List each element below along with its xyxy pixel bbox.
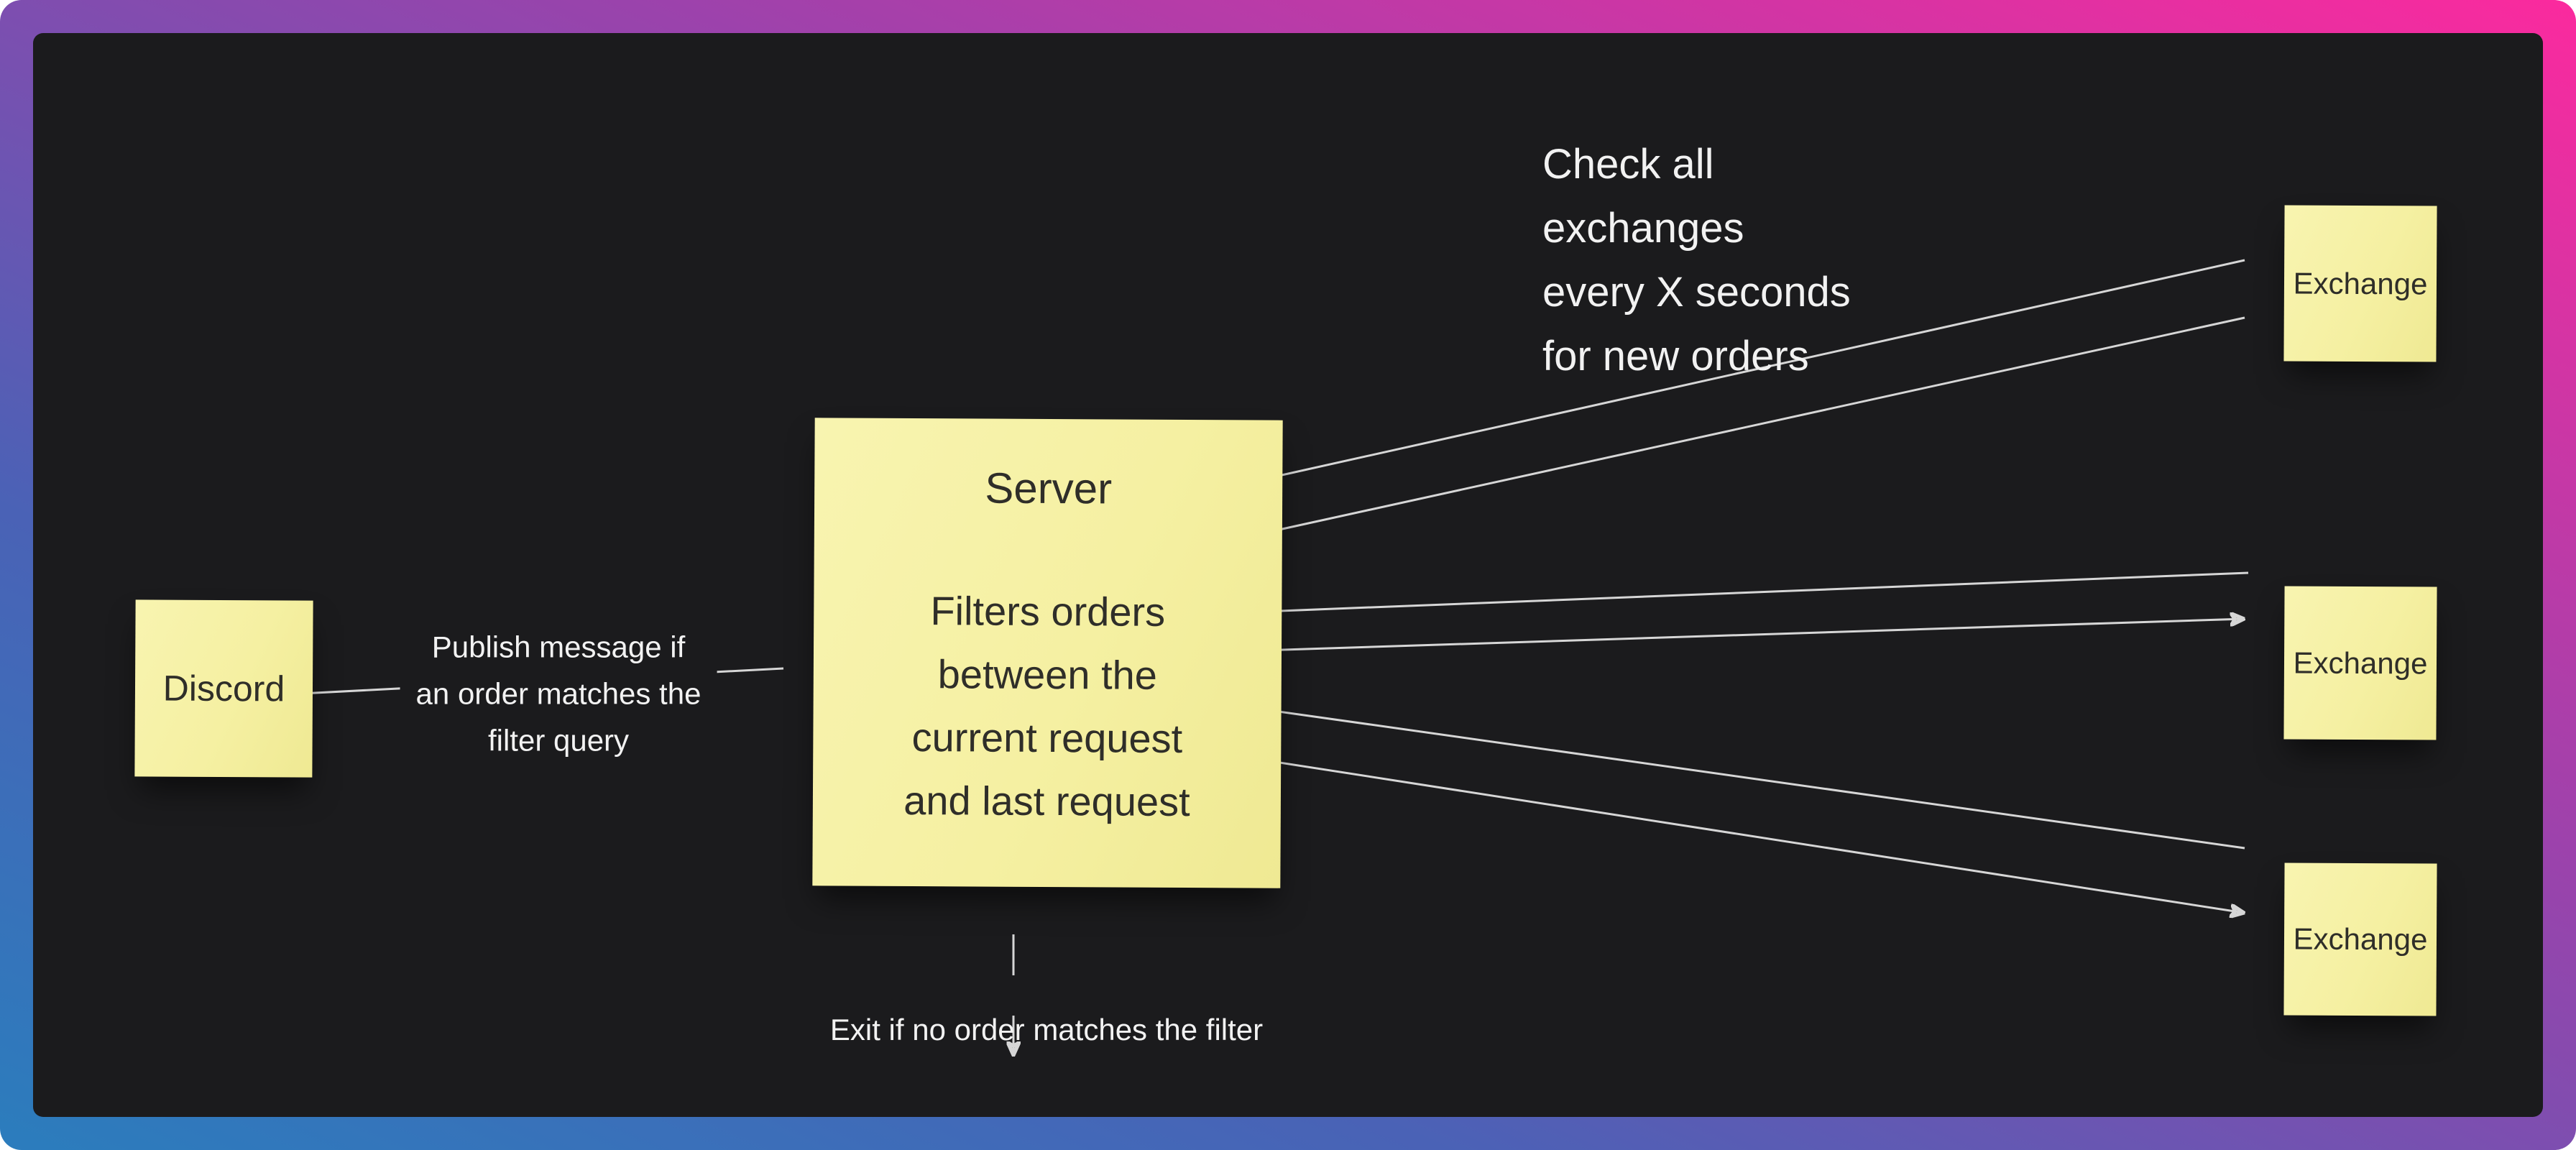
- exchange-top-label: Exchange: [2293, 266, 2428, 300]
- server-title: Server: [985, 464, 1113, 513]
- server-description: Filters orders between the current reque…: [903, 588, 1190, 825]
- sticky-note-exchange-bottom[interactable]: Exchange: [2283, 862, 2437, 1016]
- exit-no-match-note[interactable]: Exit if no order matches the filter: [829, 1013, 1264, 1046]
- exchange-middle-label: Exchange: [2293, 645, 2428, 680]
- check-exchanges-note[interactable]: Check all exchanges every X seconds for …: [1542, 141, 1851, 380]
- sticky-note-exchange-top[interactable]: Exchange: [2283, 205, 2437, 362]
- connectors-layer: [33, 259, 2249, 1117]
- sticky-note-server[interactable]: Server Filters orders between the curren…: [812, 418, 1283, 888]
- arrow-server-to-exchange-middle[interactable]: [1261, 619, 2244, 652]
- arrow-server-to-exchange-bottom[interactable]: [1261, 758, 2244, 913]
- arrow-exchange-middle-to-server[interactable]: [1261, 571, 2249, 612]
- board-canvas: Check all exchanges every X seconds for …: [33, 33, 2543, 1117]
- exchange-bottom-label: Exchange: [2293, 921, 2428, 957]
- publish-message-note[interactable]: Publish message if an order matches the …: [400, 619, 717, 768]
- arrow-exchange-bottom-to-server[interactable]: [1264, 709, 2245, 850]
- arrow-exchange-top-to-server-a[interactable]: [1259, 259, 2245, 480]
- arrow-exchange-top-to-server-b[interactable]: [1259, 316, 2245, 534]
- discord-label: Discord: [162, 668, 285, 709]
- sticky-note-discord[interactable]: Discord: [134, 599, 313, 778]
- sticky-note-exchange-middle[interactable]: Exchange: [2283, 586, 2437, 740]
